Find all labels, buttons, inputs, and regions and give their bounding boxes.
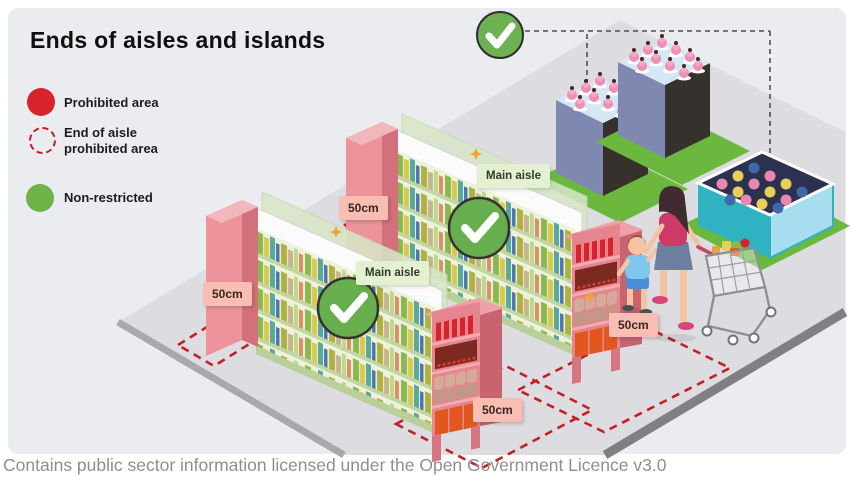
- child-shopper: [616, 235, 659, 316]
- check-icon-gondola-2: [447, 196, 511, 260]
- check-icon-gondola-1: [316, 276, 380, 340]
- adult-shopper: [643, 186, 704, 342]
- check-icon-islands: [476, 11, 524, 59]
- floor-edge-right: [602, 308, 848, 459]
- floor-edge-left: [116, 318, 346, 459]
- non-restricted-connector-line: [525, 30, 771, 170]
- end-of-aisle-zone-near-2: [515, 324, 733, 434]
- shopping-trolley: [696, 238, 777, 346]
- bin-contents: [716, 162, 808, 214]
